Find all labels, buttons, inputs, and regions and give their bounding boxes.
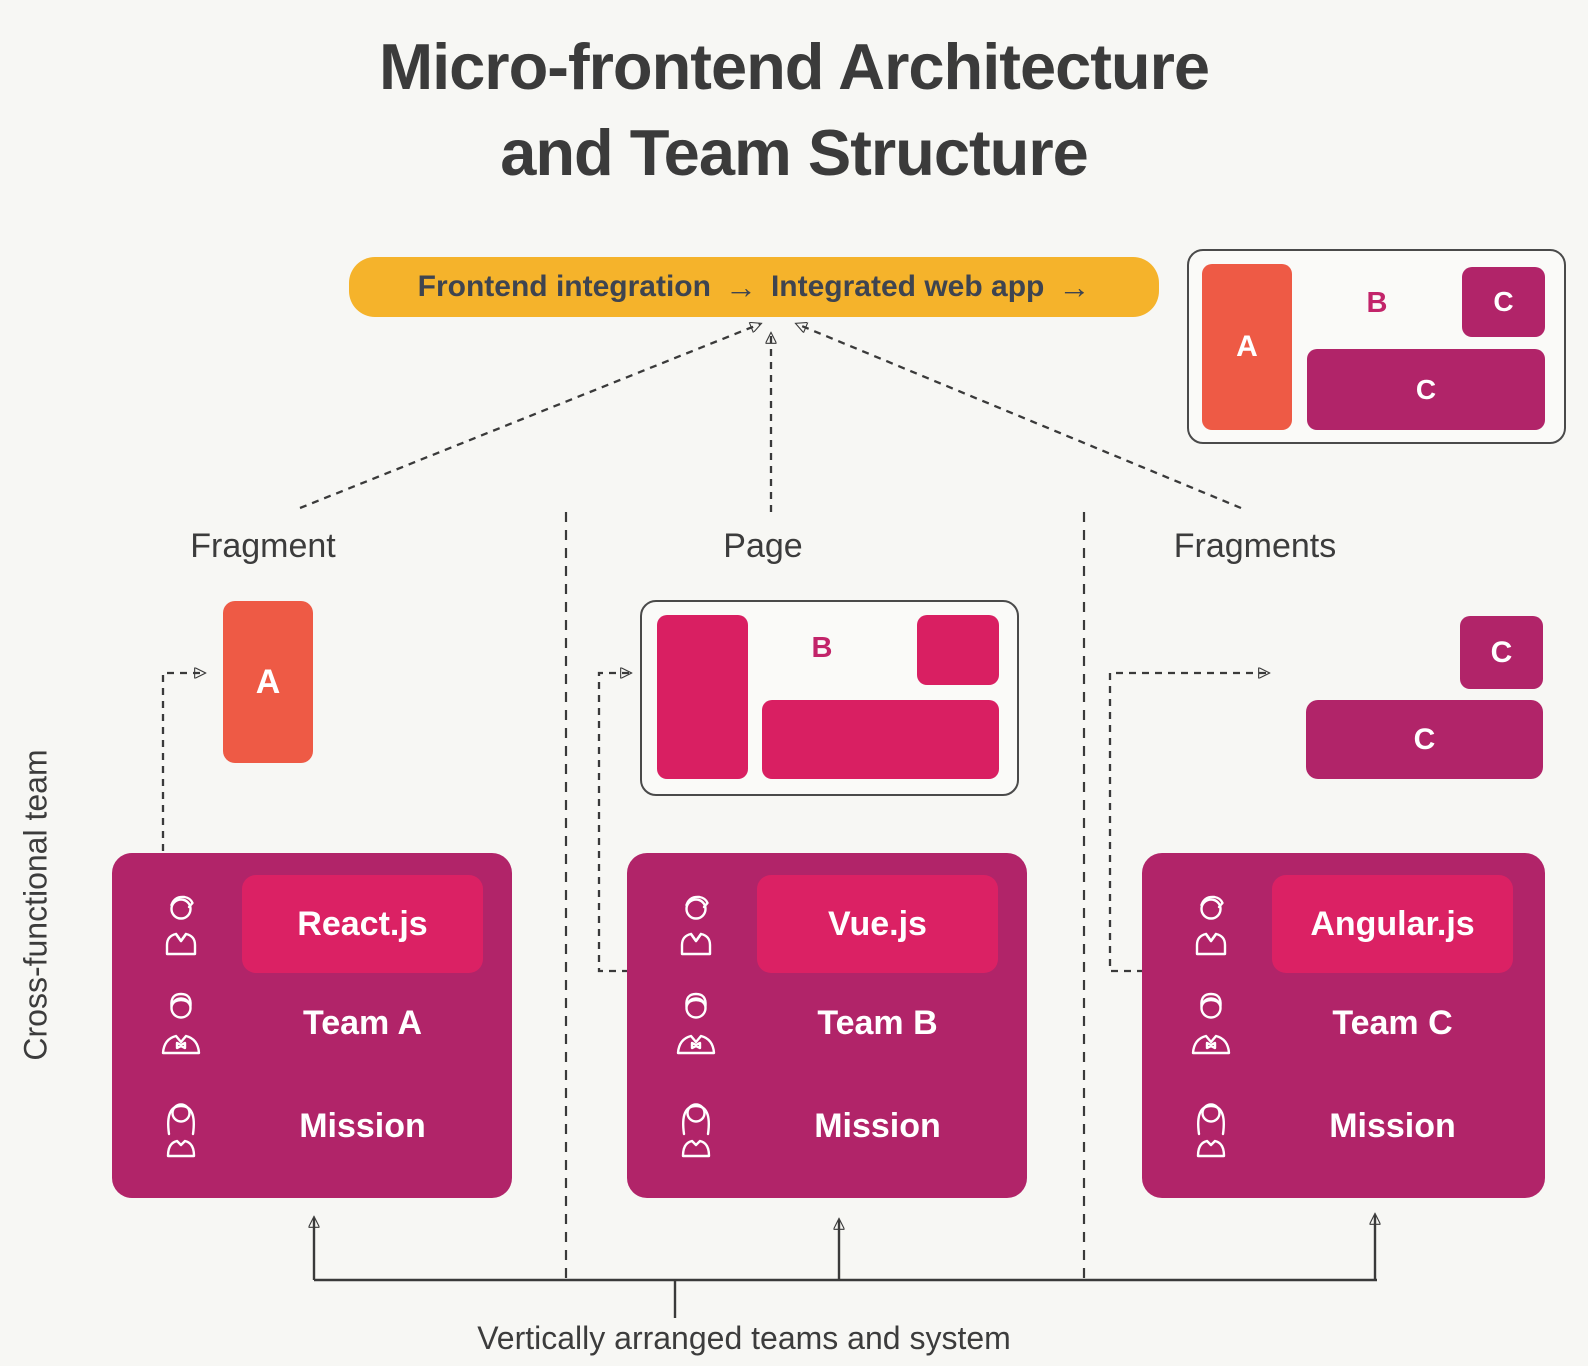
section-label-page: Page [723,527,803,565]
preview-fragment-c-small-block: C [1462,267,1545,337]
team-label: Team B [817,1004,938,1042]
integration-banner: Frontend integration → Integrated web ap… [349,257,1159,317]
mission-label: Mission [814,1107,941,1145]
team-a-to-fragment-arrow [161,673,204,851]
banner-left-text: Frontend integration [417,270,711,303]
page-top-right-block [917,615,999,685]
woman-icon [1196,1103,1226,1158]
woman-icon [681,1103,711,1158]
page-bottom-block [762,700,999,779]
framework-badge: React.js [242,875,483,973]
preview-fragment-a-block: A [1202,264,1292,430]
suit-man-icon [161,992,201,1055]
side-label-cross-functional-team: Cross-functional team [17,749,54,1061]
team-card-react: React.js Team A Mission [112,853,512,1198]
woman-icon [166,1103,196,1158]
preview-fragment-c-wide-block: C [1307,349,1545,430]
young-man-icon [1195,895,1227,956]
mission-label: Mission [299,1107,426,1145]
fragments-c-wide-block: C [1306,700,1543,779]
young-man-icon [165,895,197,956]
page-wireframe-box: B [640,600,1019,796]
suit-man-icon [1191,992,1231,1055]
arrow-right-icon: → [1058,268,1091,305]
fragment-to-banner-arrow [299,324,760,510]
team-label: Team A [302,1004,423,1042]
mission-label: Mission [1329,1107,1456,1145]
young-man-icon [680,895,712,956]
framework-badge: Angular.js [1272,875,1513,973]
preview-page-b-label: B [1366,287,1388,319]
integrated-app-preview-box: A B C C [1187,249,1566,444]
fragment-a-block: A [223,601,313,763]
page-b-label: B [811,632,833,664]
page-left-block [657,615,748,779]
title-line-2: and Team Structure [500,115,1089,189]
fragments-c-small-block: C [1460,616,1543,689]
bottom-caption: Vertically arranged teams and system [477,1320,1011,1356]
banner-right-text: Integrated web app [770,270,1045,303]
framework-badge: Vue.js [757,875,998,973]
fragments-to-banner-arrow [797,324,1242,510]
team-card-vue: Vue.js Team B Mission [627,853,1027,1198]
team-card-angular: Angular.js Team C Mission [1142,853,1545,1198]
arrow-right-icon: → [724,268,757,305]
team-label: Team C [1332,1004,1453,1042]
team-b-to-page-arrow [597,673,630,973]
section-label-fragments: Fragments [1173,527,1337,565]
title-line-1: Micro-frontend Architecture [378,30,1210,103]
section-label-fragment: Fragment [190,527,336,565]
page-title: Micro-frontend Architecture and Team Str… [0,24,1588,196]
suit-man-icon [676,992,716,1055]
